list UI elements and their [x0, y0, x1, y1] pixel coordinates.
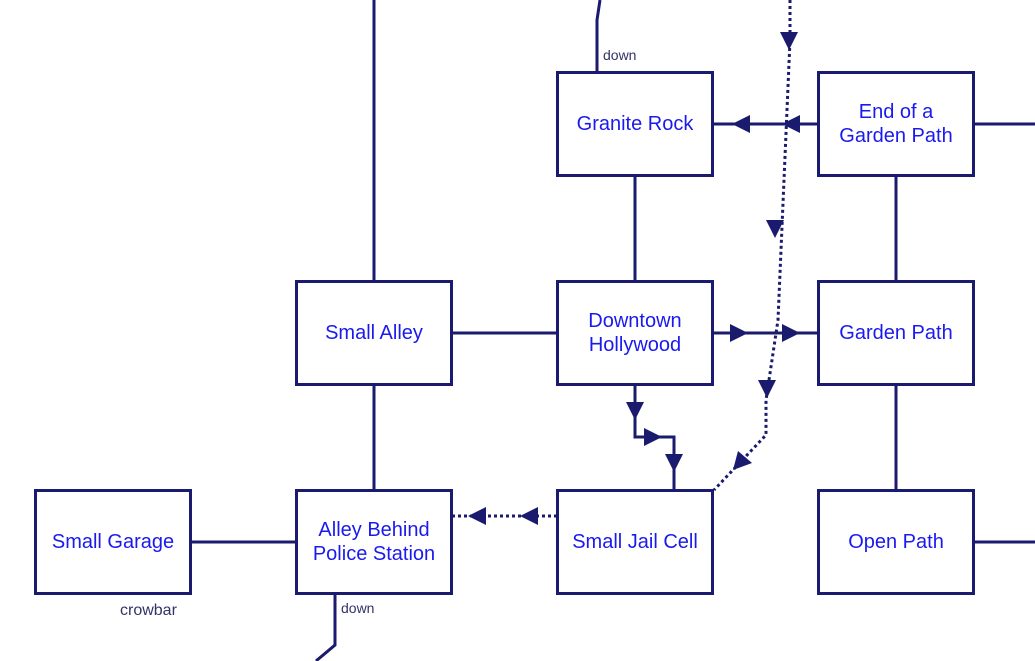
label-granite-down: down — [603, 47, 637, 63]
edge-alleybehind-down — [315, 595, 337, 661]
room-label: Downtown Hollywood — [588, 310, 682, 356]
room-alley-behind-police-station[interactable]: Alley Behind Police Station — [295, 489, 453, 595]
room-label: End of a Garden Path — [839, 101, 953, 147]
edge-dotted-north-to-jail — [712, 0, 792, 492]
edge-granite-rock-down — [595, 0, 602, 72]
room-granite-rock[interactable]: Granite Rock — [556, 71, 714, 177]
arrow-head — [665, 454, 683, 472]
room-open-path[interactable]: Open Path — [817, 489, 975, 595]
room-downtown-hollywood[interactable]: Downtown Hollywood — [556, 280, 714, 386]
room-label: Garden Path — [839, 322, 953, 344]
arrow-head — [733, 451, 752, 470]
room-small-garage[interactable]: Small Garage — [34, 489, 192, 595]
arrow-head — [468, 507, 486, 525]
arrow-head — [520, 507, 538, 525]
arrow-head — [758, 380, 776, 398]
arrow-head — [766, 220, 784, 238]
room-label: Open Path — [848, 531, 944, 553]
label-crowbar: crowbar — [120, 602, 177, 619]
arrow-head — [730, 324, 748, 342]
arrow-head — [644, 428, 662, 446]
arrow-head — [782, 115, 800, 133]
room-label: Granite Rock — [576, 113, 694, 135]
room-small-alley[interactable]: Small Alley — [295, 280, 453, 386]
room-small-jail-cell[interactable]: Small Jail Cell — [556, 489, 714, 595]
label-alley-down: down — [341, 600, 375, 616]
room-label: Small Jail Cell — [572, 531, 698, 553]
room-label: Small Alley — [325, 322, 423, 344]
room-end-of-garden-path[interactable]: End of a Garden Path — [817, 71, 975, 177]
arrow-head — [780, 32, 798, 50]
room-label: Small Garage — [51, 531, 175, 553]
arrow-head — [626, 402, 644, 420]
room-label: Alley Behind Police Station — [312, 519, 436, 565]
arrow-head — [732, 115, 750, 133]
arrow-head — [782, 324, 800, 342]
room-garden-path[interactable]: Garden Path — [817, 280, 975, 386]
